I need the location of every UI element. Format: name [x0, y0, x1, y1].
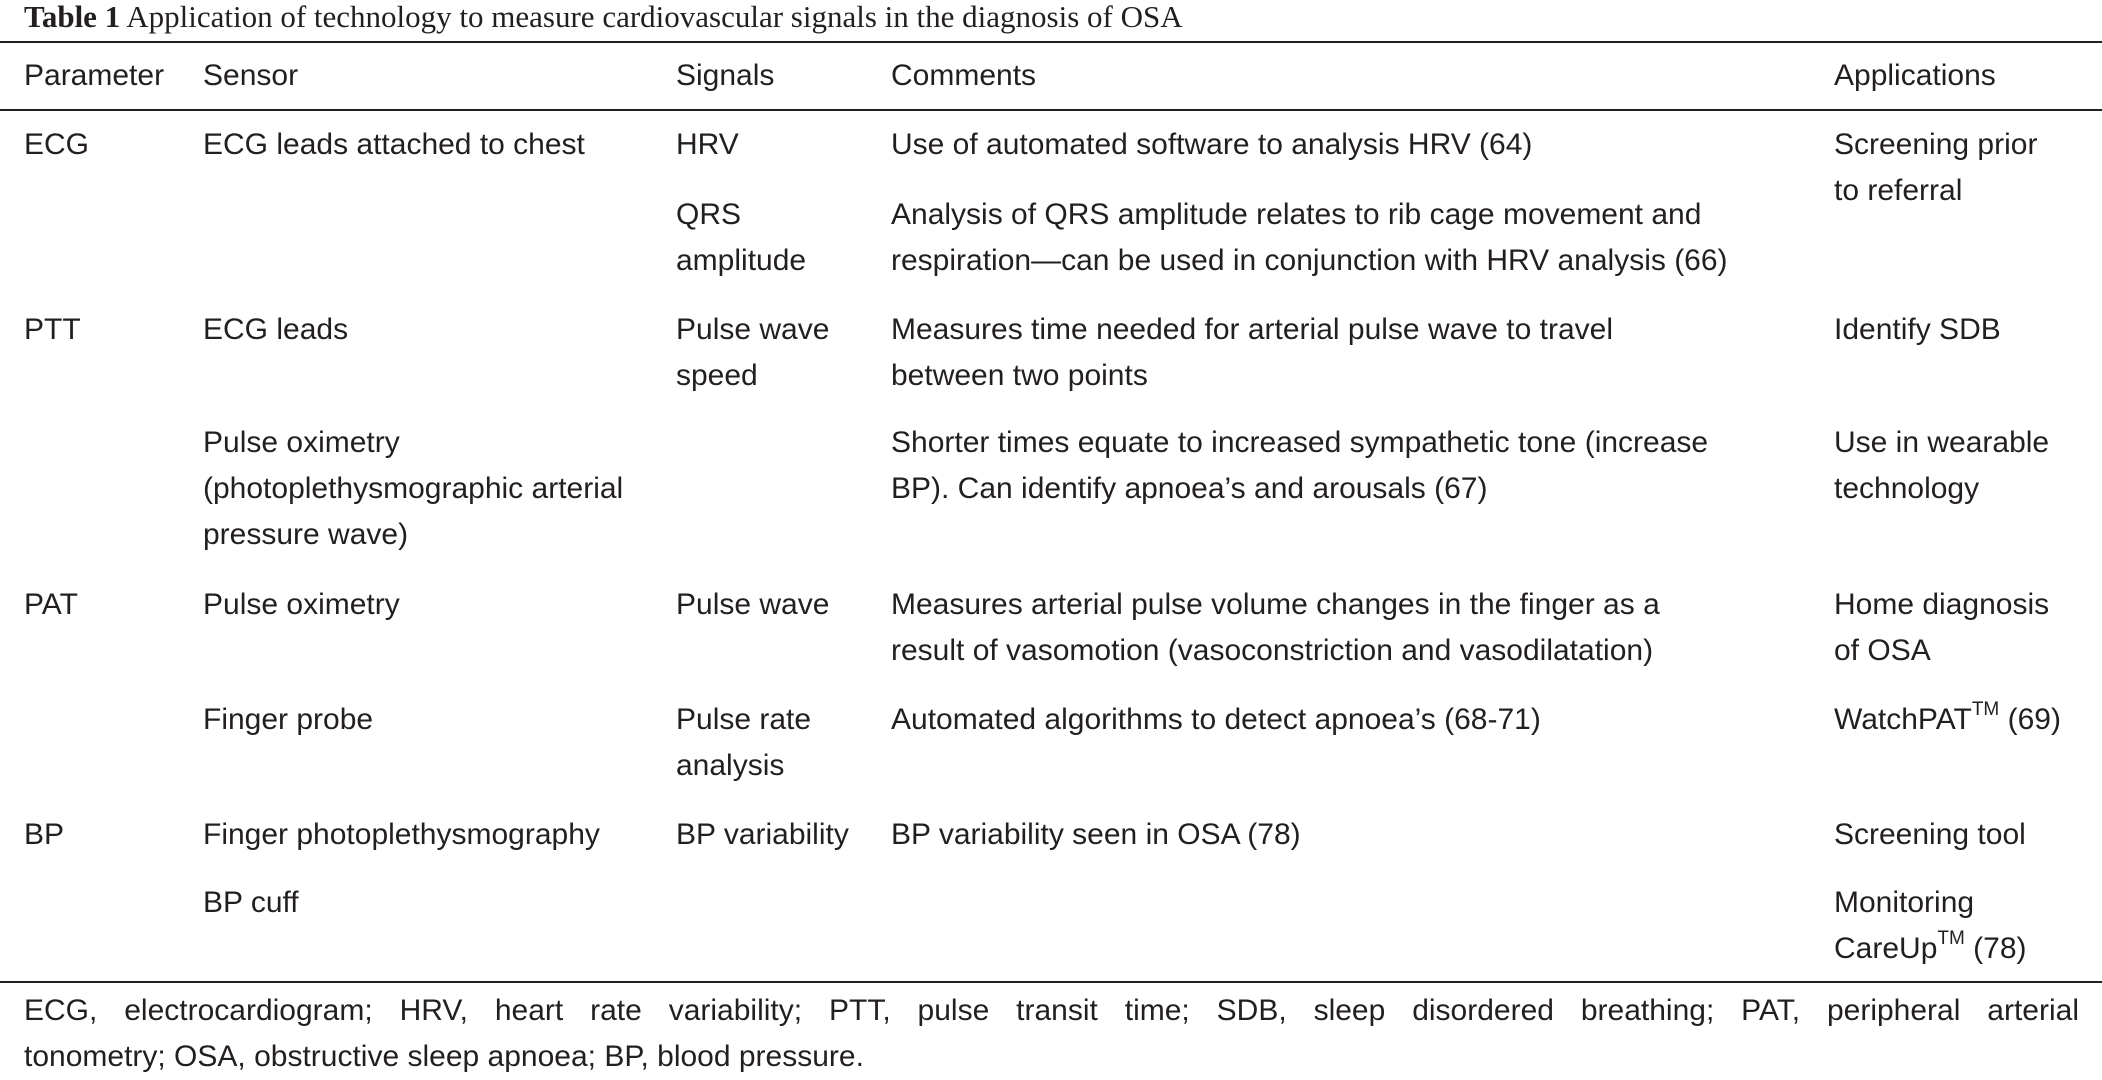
table-footnote: ECG, electrocardiogram; HRV, heart rate …: [24, 988, 2079, 1080]
ptt-sensor-line: Pulse oximetry: [203, 426, 400, 459]
table-caption: Table 1 Application of technology to mea…: [24, 0, 1183, 34]
pat-signal-line: Pulse rate: [676, 703, 812, 736]
ecg-comment-hrv: Use of automated software to analysis HR…: [891, 128, 1533, 161]
ecg-comment-qrs-line: respiration—can be used in conjunction w…: [891, 244, 1728, 277]
ptt-comment-sympathetic: Shorter times equate to increased sympat…: [891, 420, 1708, 512]
pat-signal-line: analysis: [676, 749, 785, 782]
watchpat-name: WatchPAT: [1834, 703, 1972, 736]
ecg-sensor: ECG leads attached to chest: [203, 128, 585, 161]
ptt-parameter: PTT: [24, 313, 81, 346]
pat-sensor-pulse-oximetry: Pulse oximetry: [203, 588, 400, 621]
ecg-signal-hrv: HRV: [676, 128, 739, 161]
careup-name: CareUp: [1834, 932, 1938, 965]
ptt-application-sdb: Identify SDB: [1834, 313, 2001, 346]
ecg-signal-qrs-line: amplitude: [676, 244, 807, 277]
pat-parameter: PAT: [24, 588, 78, 621]
ptt-comment-line: Shorter times equate to increased sympat…: [891, 426, 1709, 459]
column-header-signals: Signals: [676, 59, 775, 92]
ptt-sensor-ecg-leads: ECG leads: [203, 313, 349, 346]
ecg-application: Screening prior to referral: [1834, 122, 2037, 214]
ptt-sensor-line: pressure wave): [203, 518, 409, 551]
column-header-parameter: Parameter: [24, 59, 165, 92]
bp-application-screening: Screening tool: [1834, 818, 2026, 851]
footnote-line: tonometry; OSA, obstructive sleep apnoea…: [24, 1040, 864, 1073]
bp-application-monitoring: Monitoring CareUpTM (78): [1834, 880, 2027, 972]
ptt-sensor-pulse-oximetry: Pulse oximetry (photoplethysmographic ar…: [203, 420, 623, 558]
pat-application-watchpat: WatchPATTM (69): [1834, 697, 2061, 743]
ptt-signal-line: speed: [676, 359, 758, 392]
ecg-parameter: ECG: [24, 128, 90, 161]
trademark-mark: TM: [1971, 699, 2000, 720]
pat-comment-line: result of vasomotion (vasoconstriction a…: [891, 634, 1654, 667]
pat-comment-line: Measures arterial pulse volume changes i…: [891, 588, 1660, 621]
bp-comment-variability: BP variability seen in OSA (78): [891, 818, 1301, 851]
column-header-applications: Applications: [1834, 59, 1996, 92]
ptt-comment-line: Measures time needed for arterial pulse …: [891, 313, 1614, 346]
ptt-application-wearable: Use in wearable technology: [1834, 420, 2049, 512]
watchpat-reference: (69): [1999, 703, 2061, 736]
column-header-sensor: Sensor: [203, 59, 299, 92]
bp-sensor-finger-photoplethysmography: Finger photoplethysmography: [203, 818, 600, 851]
table-header-rule: [0, 109, 2102, 111]
pat-signal-pulse-rate: Pulse rate analysis: [676, 697, 811, 789]
ecg-signal-qrs: QRS amplitude: [676, 192, 806, 284]
ecg-signal-qrs-line: QRS: [676, 198, 742, 231]
column-header-comments: Comments: [891, 59, 1037, 92]
ptt-comment-line: between two points: [891, 359, 1148, 392]
ptt-application-line: Use in wearable: [1834, 426, 2050, 459]
ptt-application-line: technology: [1834, 472, 1980, 505]
bp-application-line: Monitoring: [1834, 886, 1975, 919]
bp-signal-variability: BP variability: [676, 818, 849, 851]
ptt-comment-line: BP). Can identify apnoea’s and arousals …: [891, 472, 1488, 505]
footnote-line: ECG, electrocardiogram; HRV, heart rate …: [24, 994, 2079, 1027]
bp-sensor-cuff: BP cuff: [203, 886, 299, 919]
bp-application-careup: CareUpTM (78): [1834, 926, 2027, 972]
trademark-mark: TM: [1937, 928, 1965, 949]
ecg-comment-qrs-line: Analysis of QRS amplitude relates to rib…: [891, 198, 1702, 231]
ecg-comment-qrs: Analysis of QRS amplitude relates to rib…: [891, 192, 1728, 284]
careup-reference: (78): [1964, 932, 2027, 965]
ptt-signal-pulse-wave-speed: Pulse wave speed: [676, 307, 829, 399]
table-caption-label: Table 1: [24, 0, 121, 34]
bp-parameter: BP: [24, 818, 65, 851]
pat-application-line: of OSA: [1834, 634, 1931, 667]
pat-signal-pulse-wave: Pulse wave: [676, 588, 830, 621]
pat-application-line: Home diagnosis: [1834, 588, 2050, 621]
table-caption-text: Application of technology to measure car…: [126, 0, 1183, 34]
pat-comment-vasomotion: Measures arterial pulse volume changes i…: [891, 582, 1660, 674]
ecg-application-line: Screening prior: [1834, 128, 2038, 161]
pat-sensor-finger-probe: Finger probe: [203, 703, 374, 736]
ptt-comment-travel: Measures time needed for arterial pulse …: [891, 307, 1613, 399]
ptt-sensor-line: (photoplethysmographic arterial: [203, 472, 624, 505]
ecg-application-line: to referral: [1834, 174, 1963, 207]
ptt-signal-line: Pulse wave: [676, 313, 830, 346]
pat-comment-algorithms: Automated algorithms to detect apnoea’s …: [891, 703, 1541, 736]
pat-application-home: Home diagnosis of OSA: [1834, 582, 2049, 674]
table-top-rule: [0, 41, 2102, 43]
table-bottom-rule: [0, 981, 2102, 983]
